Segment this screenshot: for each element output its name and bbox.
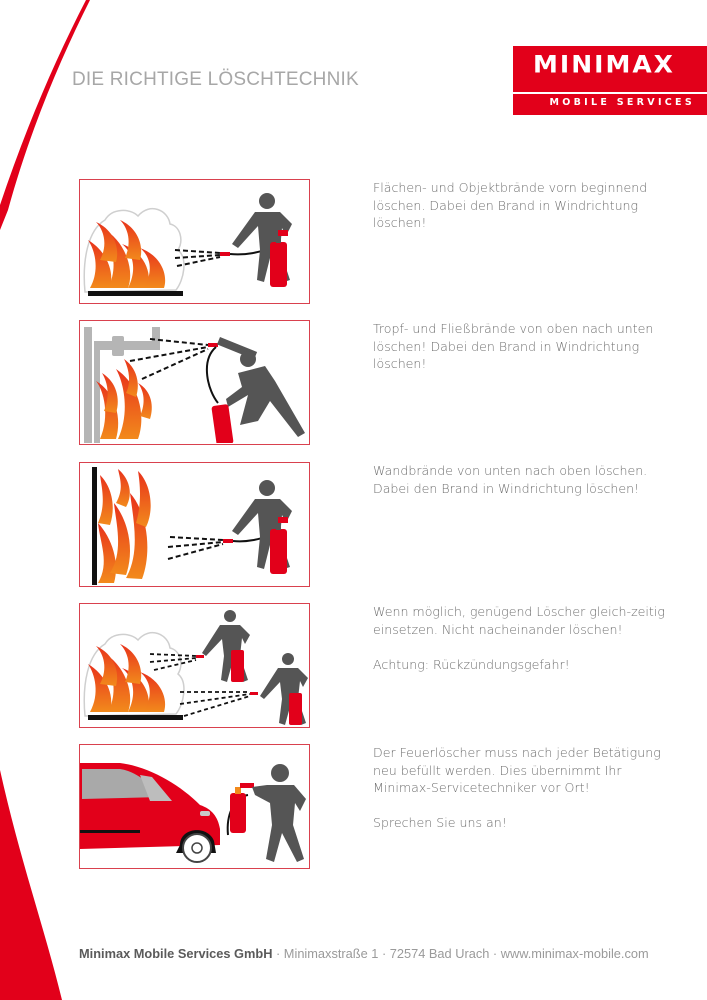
minimax-logo: MINIMAX MOBILE SERVICES <box>513 46 707 115</box>
instruction-text: Wenn möglich, genügend Löscher gleich-ze… <box>373 603 673 691</box>
instruction-section: Wandbrände von unten nach oben löschen. … <box>0 462 707 590</box>
logo-brand: MINIMAX <box>533 50 675 79</box>
call-to-action-paragraph: Sprechen Sie uns an! <box>373 815 507 831</box>
instruction-section: Flächen- und Objektbrände vorn beginnend… <box>0 179 707 307</box>
multiple-extinguishers-icon <box>79 603 310 728</box>
instruction-paragraph: Tropf- und Fließbrände von oben nach unt… <box>373 321 654 372</box>
wall-fire-extinguishing-icon <box>79 462 310 587</box>
logo-divider <box>513 92 707 94</box>
instruction-text: Tropf- und Fließbrände von oben nach unt… <box>373 320 673 390</box>
footer-company: Minimax Mobile Services GmbH <box>79 946 273 961</box>
instruction-section: Tropf- und Fließbrände von oben nach unt… <box>0 320 707 448</box>
van-service-icon <box>79 744 310 869</box>
instruction-paragraph: Der Feuerlöscher muss nach jeder Betätig… <box>373 745 661 796</box>
warning-paragraph: Achtung: Rückzündungsgefahr! <box>373 656 570 672</box>
area-fire-extinguishing-icon <box>79 179 310 304</box>
instruction-text: Der Feuerlöscher muss nach jeder Betätig… <box>373 744 673 850</box>
logo-subtitle: MOBILE SERVICES <box>549 97 695 108</box>
instruction-section: Der Feuerlöscher muss nach jeder Betätig… <box>0 744 707 872</box>
instruction-paragraph: Wenn möglich, genügend Löscher gleich-ze… <box>373 604 665 637</box>
footer-details: · Minimaxstraße 1 · 72574 Bad Urach · ww… <box>272 946 649 961</box>
instruction-section: Wenn möglich, genügend Löscher gleich-ze… <box>0 603 707 731</box>
dripping-fire-extinguishing-icon <box>79 320 310 445</box>
instruction-paragraph: Flächen- und Objektbrände vorn beginnend… <box>373 180 648 231</box>
instruction-text: Flächen- und Objektbrände vorn beginnend… <box>373 179 673 249</box>
page-title: DIE RICHTIGE LÖSCHTECHNIK <box>72 69 359 90</box>
instruction-paragraph: Wandbrände von unten nach oben löschen. … <box>373 463 648 496</box>
instruction-text: Wandbrände von unten nach oben löschen. … <box>373 462 673 515</box>
footer: Minimax Mobile Services GmbH · Minimaxst… <box>79 946 649 961</box>
